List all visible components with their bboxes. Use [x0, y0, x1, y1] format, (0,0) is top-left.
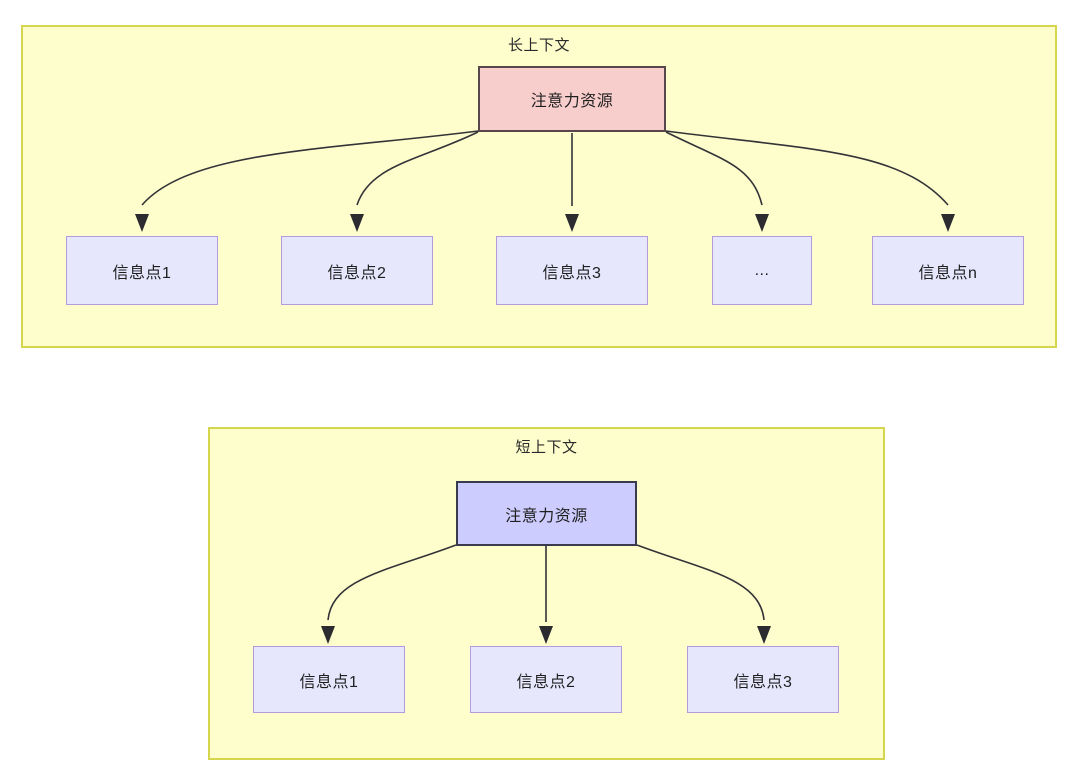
node-info-point-short-1[interactable]: 信息点1: [253, 646, 405, 713]
node-info-point-long-3[interactable]: 信息点3: [496, 236, 648, 305]
group-long-context-title: 长上下文: [507, 37, 570, 54]
node-label: 信息点3: [733, 673, 793, 691]
node-info-point-long-2[interactable]: 信息点2: [281, 236, 433, 305]
node-label: 信息点2: [327, 264, 387, 282]
node-label: ...: [754, 261, 770, 279]
node-label: 信息点n: [918, 264, 978, 282]
node-label: 信息点3: [542, 264, 602, 282]
node-label: 注意力资源: [505, 507, 588, 525]
group-short-context-title: 短上下文: [515, 439, 578, 456]
node-attention-resource-long[interactable]: 注意力资源: [478, 66, 666, 132]
node-info-point-long-ellipsis[interactable]: ...: [712, 236, 812, 305]
node-label: 信息点1: [299, 673, 359, 691]
node-info-point-long-1[interactable]: 信息点1: [66, 236, 218, 305]
node-label: 注意力资源: [530, 93, 614, 110]
node-info-point-long-n[interactable]: 信息点n: [872, 236, 1024, 305]
node-info-point-short-3[interactable]: 信息点3: [687, 646, 839, 713]
node-label: 信息点1: [112, 264, 172, 282]
node-info-point-short-2[interactable]: 信息点2: [470, 646, 622, 713]
node-label: 信息点2: [516, 673, 576, 691]
node-attention-resource-short[interactable]: 注意力资源: [456, 481, 637, 546]
